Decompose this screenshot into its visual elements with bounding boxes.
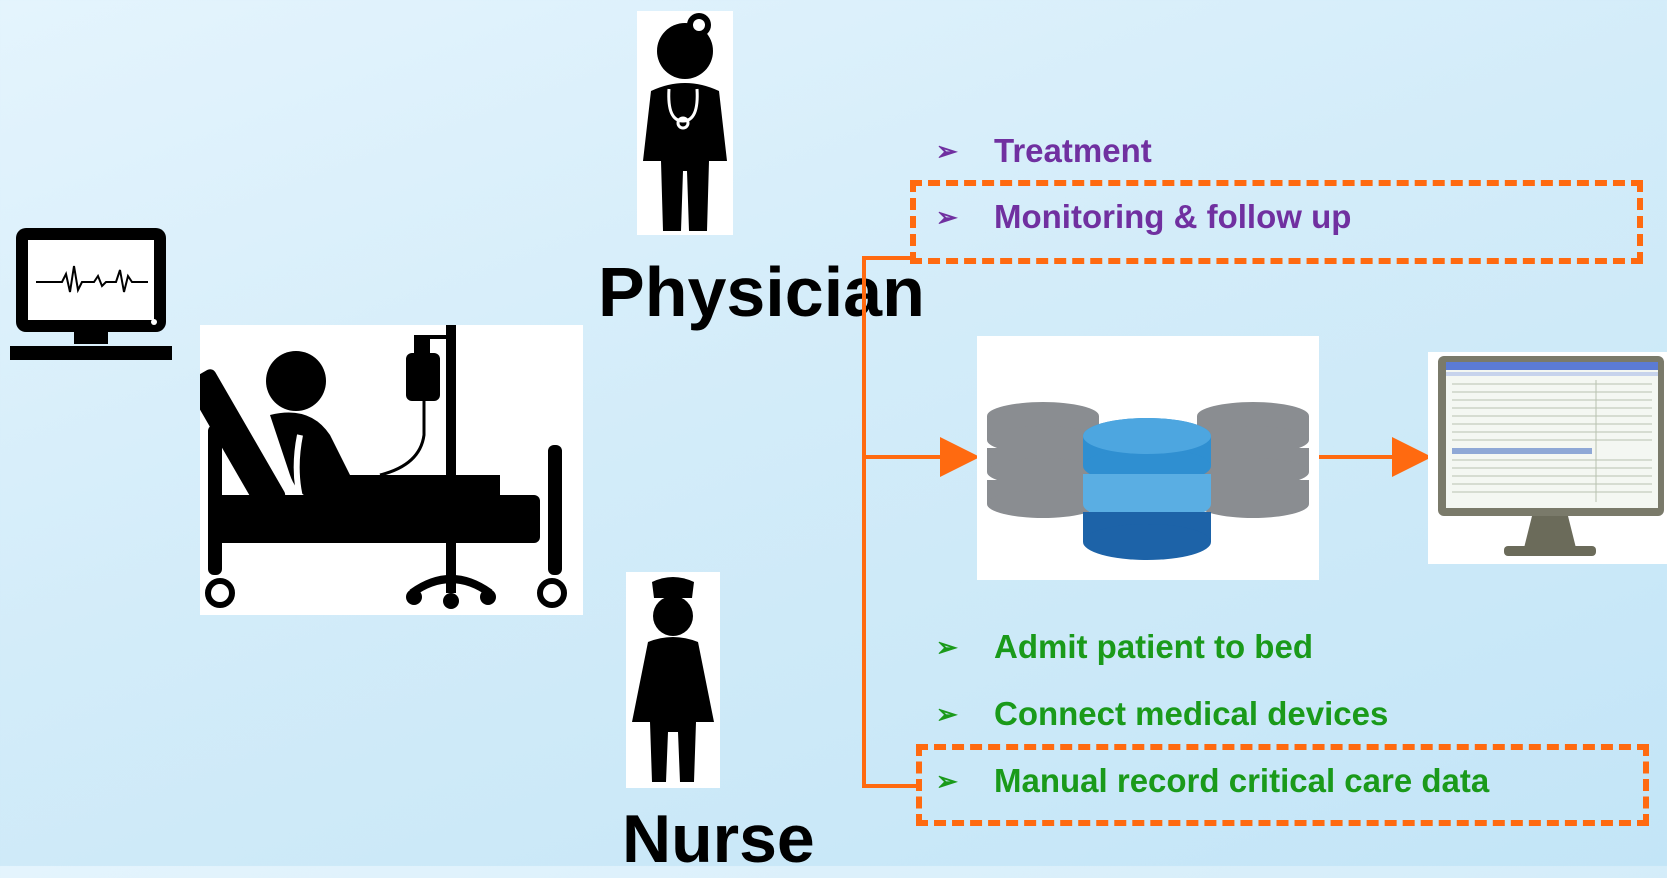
bullet-arrow-icon: ➢ xyxy=(936,698,958,729)
database-icon xyxy=(977,336,1319,580)
physician-task-monitoring: ➢ Monitoring & follow up xyxy=(936,198,1351,236)
task-label: Monitoring & follow up xyxy=(994,198,1352,235)
nurse-icon xyxy=(626,572,720,788)
physician-label: Physician xyxy=(598,253,925,331)
task-label: Manual record critical care data xyxy=(994,762,1490,799)
patient-bed-icon xyxy=(200,325,583,615)
highlight-box-nurse xyxy=(916,744,1649,826)
physician-task-treatment: ➢ Treatment xyxy=(936,132,1152,170)
bullet-arrow-icon: ➢ xyxy=(936,631,958,662)
task-label: Connect medical devices xyxy=(994,695,1389,732)
nurse-task-connect: ➢ Connect medical devices xyxy=(936,695,1388,733)
heart-monitor-icon xyxy=(10,228,172,360)
highlight-box-physician xyxy=(910,180,1643,264)
bullet-arrow-icon: ➢ xyxy=(936,201,958,232)
nurse-label: Nurse xyxy=(622,801,815,877)
task-label: Treatment xyxy=(994,132,1152,169)
ehr-monitor-icon xyxy=(1428,352,1667,564)
task-label: Admit patient to bed xyxy=(994,628,1313,665)
bullet-arrow-icon: ➢ xyxy=(936,765,958,796)
nurse-task-admit: ➢ Admit patient to bed xyxy=(936,628,1313,666)
nurse-task-record: ➢ Manual record critical care data xyxy=(936,762,1489,800)
bullet-arrow-icon: ➢ xyxy=(936,135,958,166)
physician-icon xyxy=(637,11,733,235)
